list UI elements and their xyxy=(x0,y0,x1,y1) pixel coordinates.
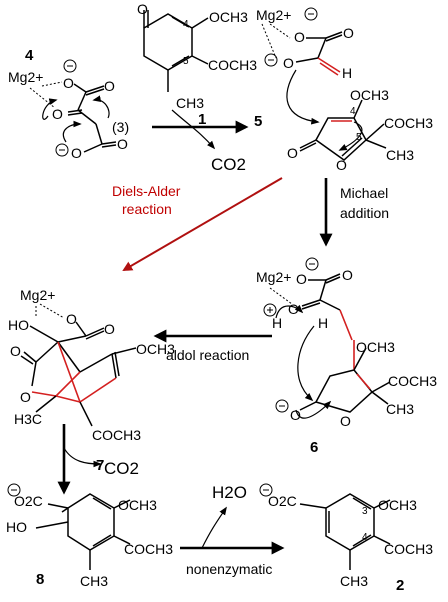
c1-methoxy: OCH3 xyxy=(209,9,248,25)
c2-carboxylate: O2C xyxy=(268,493,297,509)
aldol-label: aldol reaction xyxy=(166,347,249,363)
compound-2: O2C OCH3 COCH3 CH3 3 4 2 xyxy=(259,483,433,594)
c6-o: O xyxy=(290,407,301,423)
c4-label3: (3) xyxy=(112,119,129,135)
svg-text:O: O xyxy=(283,55,294,71)
c2-methyl: CH3 xyxy=(340,573,368,589)
c8-carboxylate: O2C xyxy=(14,493,43,509)
c8-methyl: CH3 xyxy=(80,573,108,589)
svg-text:O: O xyxy=(288,301,299,317)
c5-methyl: CH3 xyxy=(386,147,414,163)
arrow-diels-alder xyxy=(122,177,283,272)
c1-acetyl: COCH3 xyxy=(208,57,257,73)
c5-mg-ion: Mg2+ xyxy=(256,7,291,23)
c5-o: O xyxy=(287,145,298,161)
svg-text:O: O xyxy=(66,311,77,327)
svg-text:O: O xyxy=(63,75,74,91)
michael-label-1: Michael xyxy=(340,185,388,201)
c4-number: 4 xyxy=(25,47,34,64)
c2-pos3: 3 xyxy=(362,506,368,517)
svg-text:O: O xyxy=(342,267,353,283)
svg-text:O: O xyxy=(117,136,128,152)
c6-mg-ion: Mg2+ xyxy=(256,269,291,285)
c2-pos4: 4 xyxy=(362,532,368,543)
c6-methoxy: OCH3 xyxy=(356,339,395,355)
co2-top: CO2 xyxy=(211,155,246,174)
michael-label-2: addition xyxy=(340,205,389,221)
compound-5: Mg2+ O O O H O O OCH3 COCH3 CH3 4 5 5 xyxy=(254,7,433,173)
c2-number: 2 xyxy=(396,577,404,594)
c7-mg-ion: Mg2+ xyxy=(20,287,55,303)
c7-methoxy: OCH3 xyxy=(136,341,175,357)
c5-pos4: 4 xyxy=(350,106,356,117)
c5-h: H xyxy=(342,65,352,81)
c2-acetyl: COCH3 xyxy=(384,541,433,557)
c7-methyl: H3C xyxy=(14,411,42,427)
c1-number: 1 xyxy=(198,111,206,128)
c8-number: 8 xyxy=(36,571,44,588)
nonenzymatic-label: nonenzymatic xyxy=(186,561,272,577)
svg-text:O: O xyxy=(10,343,21,359)
c6-h2: H xyxy=(318,315,328,331)
c5-acetyl: COCH3 xyxy=(384,115,433,131)
compound-4: 4 Mg2+ O O O O O (3) xyxy=(8,47,129,161)
c1-carbonyl-o: O xyxy=(137,1,148,17)
diels-alder-label-2: reaction xyxy=(122,201,172,217)
compound-1: O OCH3 COCH3 CH3 4 5 1 xyxy=(137,1,257,128)
svg-text:O: O xyxy=(104,321,115,337)
svg-text:O: O xyxy=(340,413,351,429)
svg-text:O: O xyxy=(104,78,115,94)
c5-methoxy: OCH3 xyxy=(350,87,389,103)
compound-7: Mg2+ O HO O O O OCH3 COCH3 H3C 7 xyxy=(8,287,175,474)
c8-acetyl: COCH3 xyxy=(124,541,173,557)
svg-text:O: O xyxy=(343,25,354,41)
svg-text:O: O xyxy=(20,389,31,405)
c1-methyl: CH3 xyxy=(176,95,204,111)
svg-text:O: O xyxy=(52,106,63,122)
svg-text:O: O xyxy=(336,157,347,173)
c6-h1: H xyxy=(272,315,282,331)
compound-6: Mg2+ O O O H H O O OCH3 COCH3 CH3 6 xyxy=(256,257,437,456)
svg-text:O: O xyxy=(71,145,82,161)
c4-mg-ion: Mg2+ xyxy=(8,69,43,85)
co2-bottom: CO2 xyxy=(104,459,139,478)
c8-ring xyxy=(67,493,115,551)
c6-acetyl: COCH3 xyxy=(388,373,437,389)
water-label: H2O xyxy=(212,483,247,502)
diels-alder-label-1: Diels-Alder xyxy=(112,183,181,199)
c1-pos4: 4 xyxy=(183,19,189,30)
c5-furanone-ring xyxy=(315,117,367,161)
c8-methoxy: OCH3 xyxy=(118,497,157,513)
compound-8: O2C HO OCH3 COCH3 CH3 8 xyxy=(6,483,173,589)
c7-ho: HO xyxy=(8,317,29,333)
svg-text:O: O xyxy=(294,29,305,45)
c6-number: 6 xyxy=(310,439,318,456)
c1-pos5: 5 xyxy=(183,56,189,67)
c7-acetyl: COCH3 xyxy=(92,427,141,443)
c8-ho: HO xyxy=(6,519,27,535)
svg-text:O: O xyxy=(296,271,307,287)
c5-number: 5 xyxy=(254,113,262,130)
c2-methoxy: OCH3 xyxy=(378,497,417,513)
c6-methyl: CH3 xyxy=(386,401,414,417)
c6-furanone-ring xyxy=(314,369,374,413)
